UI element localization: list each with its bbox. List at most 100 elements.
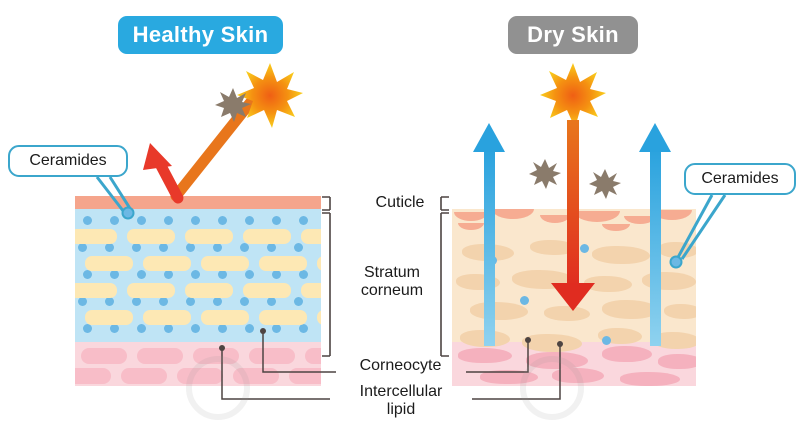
dry-dermis-cell: [480, 370, 538, 384]
dry-corneocyte-blob: [642, 272, 696, 290]
dry-corneocyte-blob: [530, 240, 576, 255]
dry-corneocyte-blob: [584, 276, 632, 292]
ceramide-dot: [132, 243, 141, 252]
corneocyte-brick: [301, 283, 321, 298]
ceramide-dot: [159, 243, 168, 252]
corneocyte-brick: [243, 229, 291, 244]
pollutant-particle-icon-dry-2: [589, 169, 621, 199]
skin-flake: [574, 211, 620, 222]
ceramide-dot: [186, 243, 195, 252]
dermis-cell: [249, 348, 295, 364]
corneocyte-brick: [185, 283, 233, 298]
dry-dermis-cell: [602, 346, 652, 362]
ceramide-dot: [137, 216, 146, 225]
ceramide-dot: [137, 324, 146, 333]
skin-flake: [652, 210, 692, 220]
dry-corneocyte-blob: [602, 300, 658, 319]
ceramide-dot: [213, 243, 222, 252]
ceramide-dot: [164, 216, 173, 225]
dry-corneocyte-blob: [544, 306, 590, 321]
dermis-cell: [121, 368, 167, 384]
ceramide-dot: [191, 324, 200, 333]
ceramide-dot: [164, 324, 173, 333]
skin-flake: [458, 223, 484, 230]
dry-corneocyte-blob: [460, 330, 510, 347]
ceramides-callout-right-text: Ceramides: [701, 170, 779, 187]
sun-burst-icon-healthy: [237, 63, 303, 128]
corneocyte-brick: [243, 283, 291, 298]
cuticle-label: Cuticle: [375, 194, 425, 211]
corneocyte-brick: [259, 256, 307, 271]
skin-flake: [624, 216, 656, 224]
dermis-cell: [177, 368, 223, 384]
dry-dermis-cell: [552, 368, 604, 383]
ceramide-dot: [294, 297, 303, 306]
pollutant-particle-icon-healthy: [215, 88, 251, 122]
ceramide-dot: [240, 243, 249, 252]
dry-dermis-cell: [526, 352, 588, 369]
ceramides-callout-left-text: Ceramides: [29, 152, 107, 169]
ceramide-dot: [191, 216, 200, 225]
skin-flake: [492, 209, 534, 219]
stratum-corneum-label-line2: corneum: [360, 281, 424, 299]
ceramide-dot: [83, 270, 92, 279]
dry-corneocyte-blob: [470, 302, 528, 320]
stratum-corneum-label: Stratum corneum: [337, 264, 447, 300]
dry-corneocyte-blob: [592, 246, 650, 264]
dry-skin-cross-section: [452, 196, 696, 386]
ceramide-dot: [191, 270, 200, 279]
ceramide-dot: [520, 296, 529, 305]
healthy-corneum-bracket: [322, 212, 331, 357]
dry-dermis-cell: [658, 354, 696, 369]
ceramide-dot: [299, 270, 308, 279]
intercellular-lipid-label-line1: Intercellular: [359, 383, 443, 400]
corneocyte-label: Corneocyte: [359, 357, 442, 374]
dry-corneocyte-blob: [522, 334, 582, 352]
ceramide-dot: [245, 216, 254, 225]
stratum-corneum-label-line1: Stratum: [363, 264, 420, 281]
ceramide-dot: [272, 216, 281, 225]
ceramide-dot: [245, 324, 254, 333]
ceramide-dot: [132, 297, 141, 306]
corneocyte-brick: [201, 310, 249, 325]
dry-corneocyte-blob: [652, 332, 696, 349]
ceramide-dot: [164, 270, 173, 279]
ceramide-dot: [240, 297, 249, 306]
ceramide-dot: [110, 216, 119, 225]
ceramide-dot: [137, 270, 146, 279]
healthy-skin-title-text: Healthy Skin: [132, 22, 269, 47]
dermis-cell: [81, 348, 127, 364]
dry-skin-title-badge: Dry Skin: [508, 16, 638, 54]
pollutant-particle-icon-dry-1: [529, 159, 561, 189]
ceramide-dot: [267, 243, 276, 252]
intercellular-lipid-label-line2: lipid: [386, 400, 416, 418]
sun-burst-icon-dry: [540, 63, 606, 128]
corneocyte-brick: [143, 256, 191, 271]
ceramide-dot: [186, 297, 195, 306]
dermis-cell: [305, 348, 321, 364]
dry-corneocyte-blob: [512, 270, 574, 289]
healthy-skin-cross-section: [75, 196, 321, 386]
dry-corneocyte-blob: [658, 242, 696, 258]
dry-skin-title-text: Dry Skin: [527, 22, 619, 47]
ceramide-dot: [105, 297, 114, 306]
ceramide-dot: [580, 244, 589, 253]
corneocyte-brick: [317, 256, 321, 271]
ceramide-dot: [267, 297, 276, 306]
ceramide-dot: [602, 336, 611, 345]
ceramide-dot: [78, 243, 87, 252]
corneocyte-brick: [301, 229, 321, 244]
deflected-uv-arrow-icon: [143, 97, 256, 204]
healthy-cuticle-layer: [75, 196, 321, 209]
ceramide-dot: [213, 297, 222, 306]
ceramide-dot: [110, 324, 119, 333]
corneocyte-brick: [259, 310, 307, 325]
ceramide-dot: [272, 324, 281, 333]
dry-dermis-cell: [458, 348, 512, 363]
corneocyte-brick: [143, 310, 191, 325]
ceramide-dot: [110, 270, 119, 279]
dermis-cell: [289, 368, 321, 384]
corneocyte-brick: [75, 229, 117, 244]
ceramides-callout-right: Ceramides: [684, 163, 796, 195]
